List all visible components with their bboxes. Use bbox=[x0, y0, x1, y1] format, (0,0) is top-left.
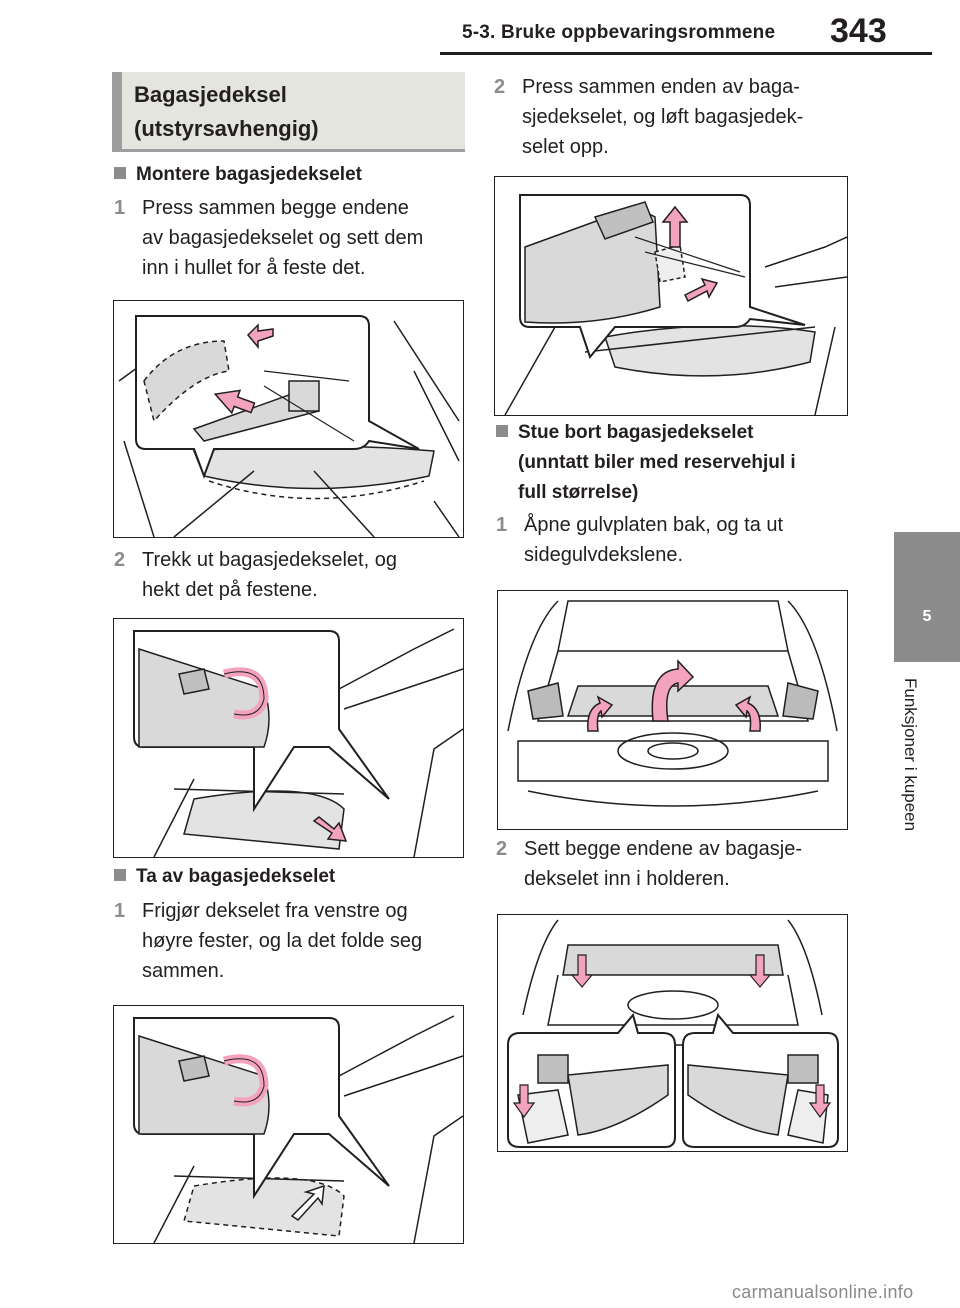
step-line: dekselet inn i holderen. bbox=[524, 868, 730, 890]
step-line: Frigjør dekselet fra venstre og bbox=[142, 900, 408, 922]
chapter-label: Funksjoner i kupeen bbox=[901, 678, 920, 832]
step-number: 2 bbox=[494, 76, 506, 98]
watermark: carmanualsonline.info bbox=[732, 1282, 914, 1302]
step-line: sjedekselet, og løft bagasjedek- bbox=[522, 106, 804, 128]
chapter-number: 5 bbox=[922, 608, 932, 625]
subheading-line: (unntatt biler med reservehjul i bbox=[518, 452, 796, 473]
figure-release-cover bbox=[113, 1005, 464, 1244]
step-line: selet opp. bbox=[522, 136, 609, 158]
section-title-box: Bagasjedeksel (utstyrsavhengig) bbox=[112, 72, 465, 152]
title-line-2: (utstyrsavhengig) bbox=[134, 116, 319, 141]
step-install-1: 1 Press sammen begge endene av bagasjede… bbox=[114, 193, 464, 283]
figure-insert-holder bbox=[497, 914, 848, 1152]
step-line: av bagasjedekselet og sett dem bbox=[142, 227, 424, 249]
step-number: 1 bbox=[114, 900, 126, 922]
subheading-line: full størrelse) bbox=[518, 482, 639, 503]
header-rule bbox=[440, 52, 932, 55]
step-stow-1: 1 Åpne gulvplaten bak, og ta ut sidegulv… bbox=[496, 510, 856, 570]
square-bullet-icon bbox=[114, 869, 126, 881]
step-number: 2 bbox=[114, 549, 126, 571]
figure-open-floor bbox=[497, 590, 848, 830]
step-line: Press sammen begge endene bbox=[142, 197, 409, 219]
step-remove-1: 1 Frigjør dekselet fra venstre og høyre … bbox=[114, 896, 464, 986]
chapter-tab: 5 bbox=[894, 532, 960, 662]
square-bullet-icon bbox=[496, 425, 508, 437]
step-line: Sett begge endene av bagasje- bbox=[524, 838, 802, 860]
subheading-stow: Stue bort bagasjedekselet (unntatt biler… bbox=[496, 418, 856, 508]
figure-install-hole bbox=[113, 300, 464, 538]
figure-lift-cover bbox=[494, 176, 848, 416]
step-line: Trekk ut bagasjedekselet, og bbox=[142, 549, 397, 571]
title-line-1: Bagasjedeksel bbox=[134, 82, 287, 107]
step-stow-2: 2 Sett begge endene av bagasje- dekselet… bbox=[496, 834, 856, 894]
subheading-remove: Ta av bagasjedekselet bbox=[114, 862, 335, 892]
step-line: Åpne gulvplaten bak, og ta ut bbox=[524, 514, 784, 536]
figure-hook-cover bbox=[113, 618, 464, 858]
subheading-install: Montere bagasjedekselet bbox=[114, 160, 362, 190]
step-line: sammen. bbox=[142, 960, 225, 982]
step-number: 1 bbox=[496, 514, 508, 536]
square-bullet-icon bbox=[114, 167, 126, 179]
section-title: 5-3. Bruke oppbevaringsrommene bbox=[462, 22, 776, 43]
step-install-2: 2 Trekk ut bagasjedekselet, og hekt det … bbox=[114, 545, 464, 605]
step-line: høyre fester, og la det folde seg bbox=[142, 930, 423, 952]
page-number: 343 bbox=[830, 12, 887, 50]
step-line: inn i hullet for å feste det. bbox=[142, 257, 366, 279]
step-line: Press sammen enden av baga- bbox=[522, 76, 800, 98]
step-line: hekt det på festene. bbox=[142, 579, 318, 601]
step-line: sidegulvdekslene. bbox=[524, 544, 683, 566]
step-number: 2 bbox=[496, 838, 508, 860]
step-remove-2: 2 Press sammen enden av baga- sjedeksele… bbox=[494, 72, 854, 162]
step-number: 1 bbox=[114, 197, 126, 219]
